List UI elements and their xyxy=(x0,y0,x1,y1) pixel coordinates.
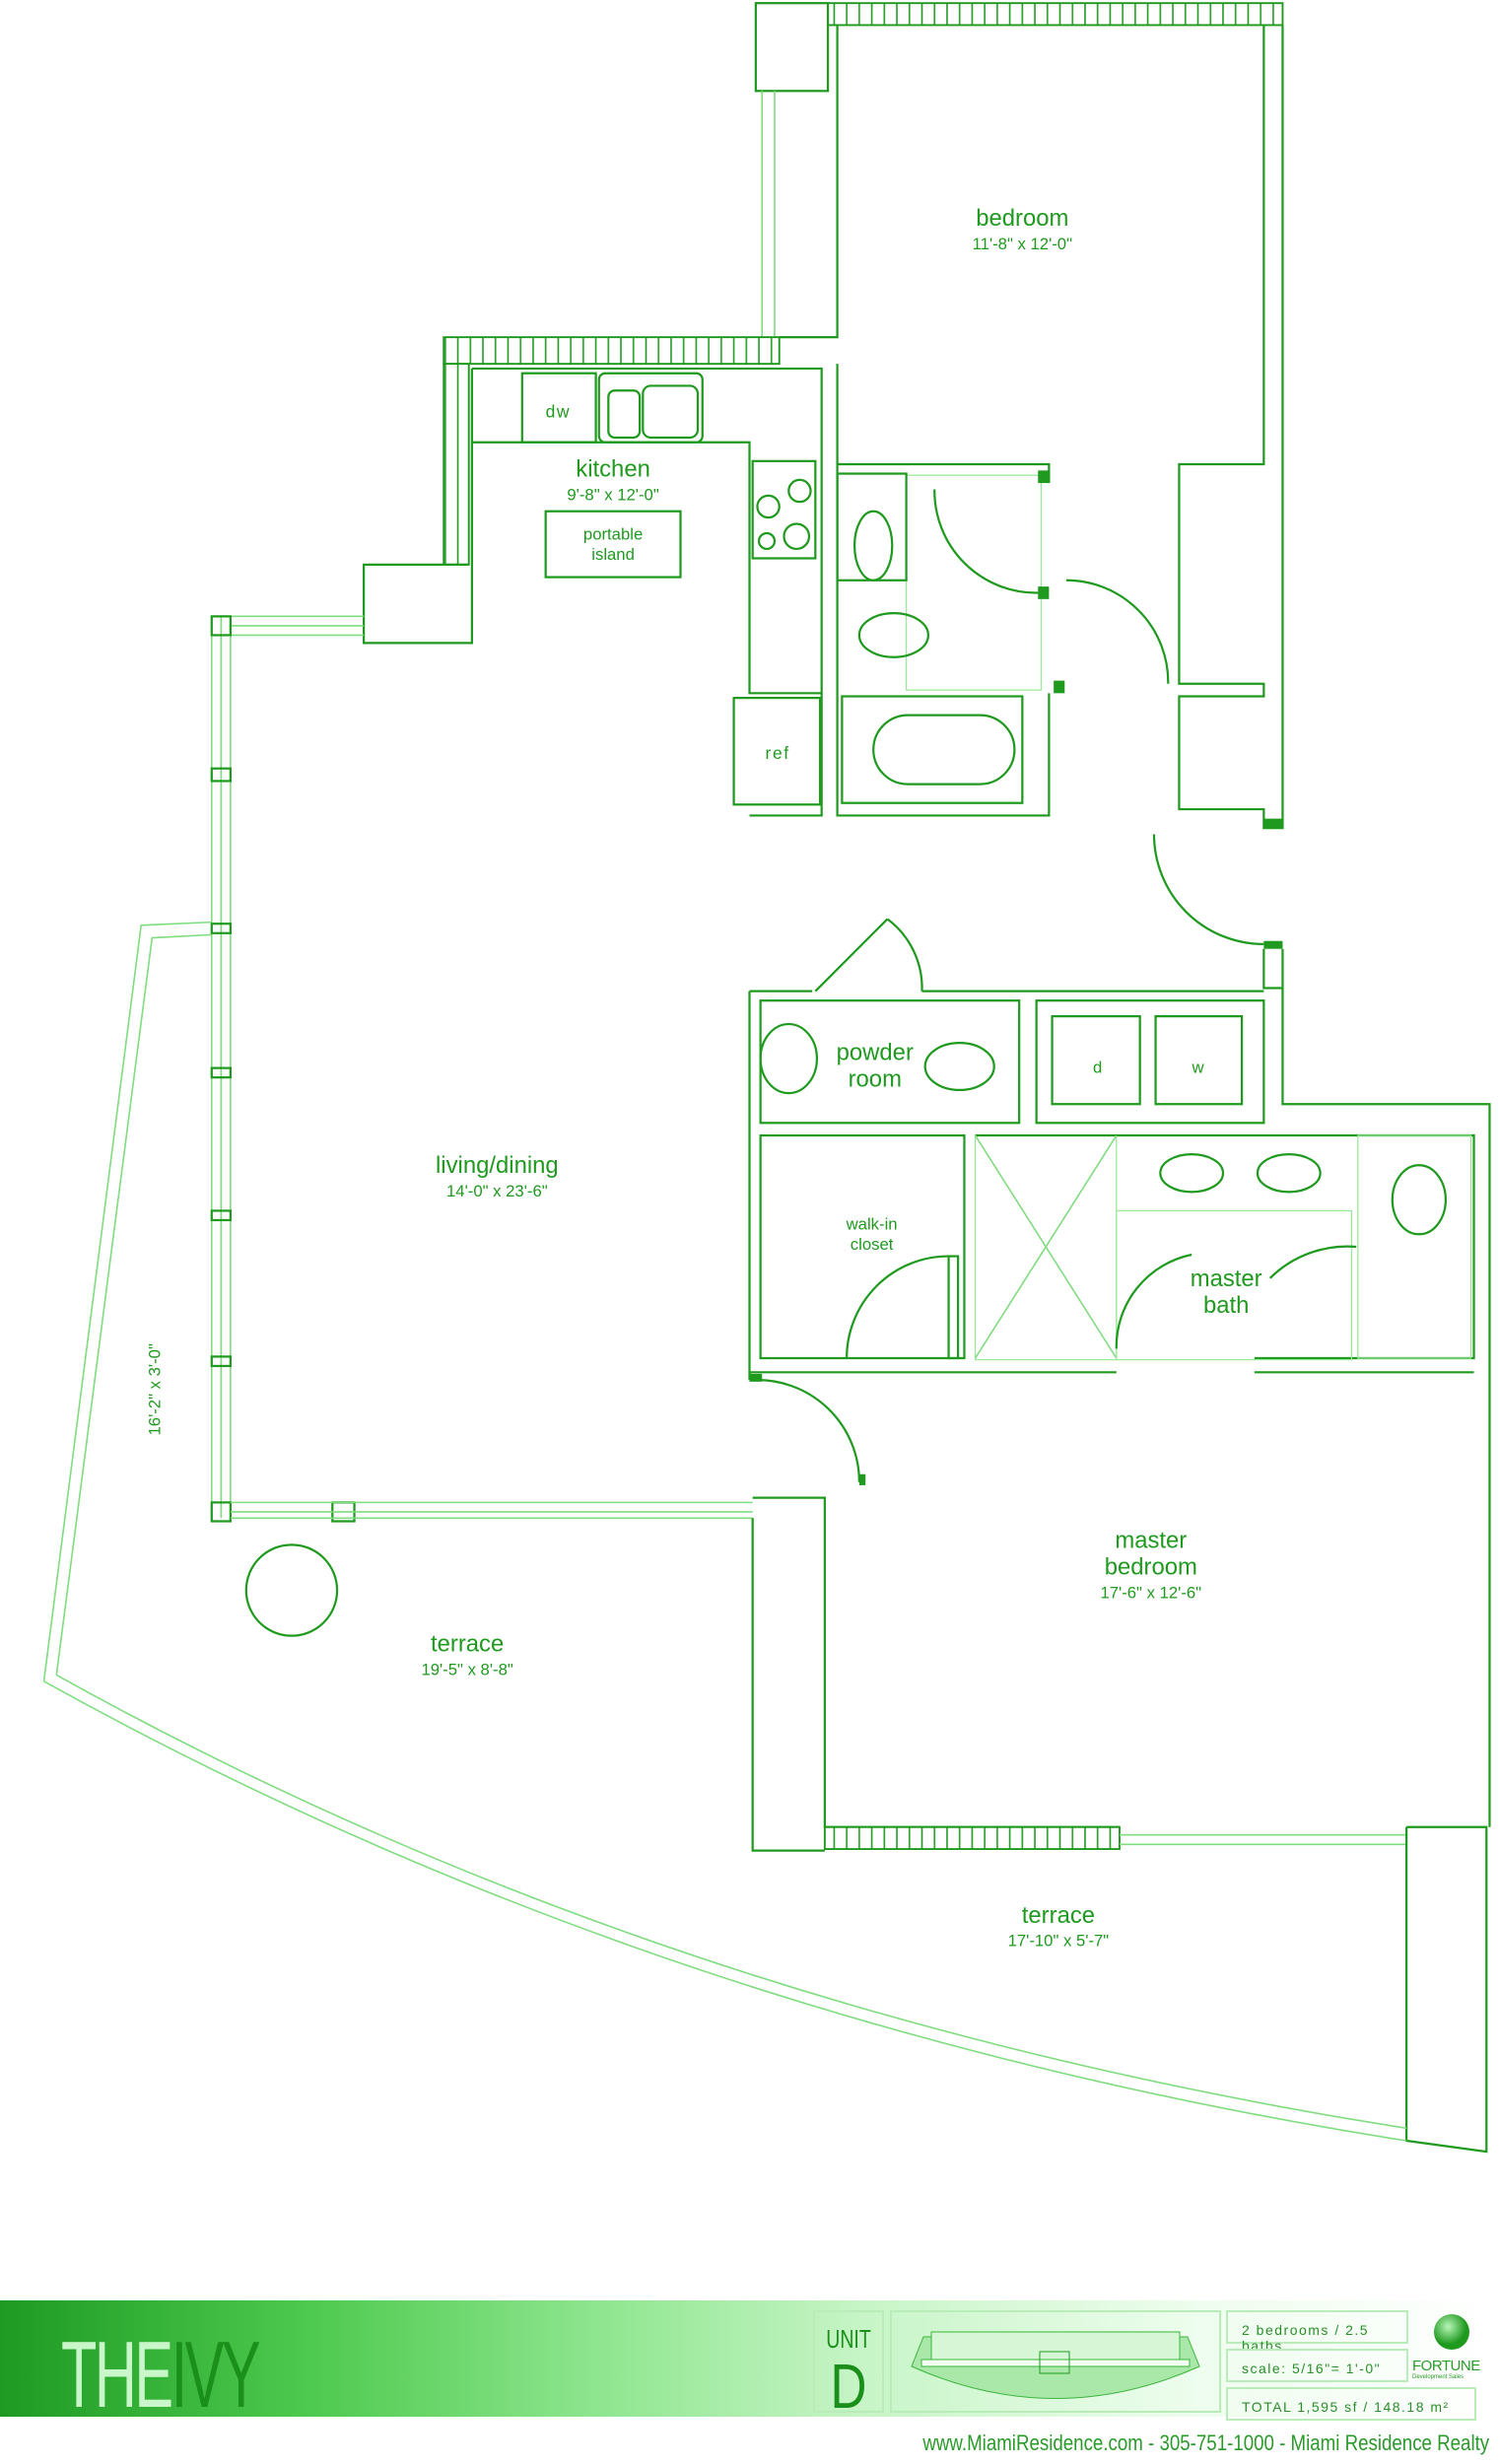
bedroom-dims: 11'-8" x 12'-0" xyxy=(973,235,1072,253)
washer-label: w xyxy=(1191,1058,1204,1076)
total-area: TOTAL 1,595 sf / 148.18 m² xyxy=(1226,2387,1476,2421)
living-dims: 14'-0" x 23'-6" xyxy=(446,1182,548,1200)
closet-label-2: closet xyxy=(851,1235,894,1254)
scale-info: scale: 5/16"= 1'-0" xyxy=(1226,2349,1408,2382)
master-bath-walls xyxy=(749,1133,1475,1374)
master-bedroom-label-2: bedroom xyxy=(1105,1554,1197,1581)
building-key-plan xyxy=(890,2310,1221,2413)
unit-label: UNIT xyxy=(826,2324,871,2354)
master-bath-label-1: master xyxy=(1191,1266,1262,1292)
island-label-1: portable xyxy=(583,524,643,543)
living-windows xyxy=(210,615,753,1523)
kitchen-walls xyxy=(362,336,823,817)
footer-contact: www.MiamiResidence.com - 305-751-1000 - … xyxy=(922,2430,1489,2455)
kitchen-label: kitchen xyxy=(576,456,650,483)
unit-letter: D xyxy=(830,2351,867,2422)
floor-plan: bedroom 11'-8" x 12'-0" kitchen 9'-8" x … xyxy=(42,2,1491,2154)
side-terrace-dims: 16'-2" x 3'-0" xyxy=(145,1343,164,1435)
hall xyxy=(1152,834,1491,1827)
terrace-2-dims: 17'-10" x 5'-7" xyxy=(1008,1932,1110,1951)
refrigerator-label: ref xyxy=(766,743,790,763)
powder-label-1: powder xyxy=(837,1040,914,1066)
bedroom-walls xyxy=(754,2,1284,830)
fortune-logo: FORTUNE Development Sales xyxy=(1412,2310,1487,2385)
master-bedroom-label-1: master xyxy=(1115,1528,1187,1554)
terrace-outline xyxy=(42,921,1407,2142)
beds-baths: 2 bedrooms / 2.5 baths xyxy=(1226,2310,1408,2354)
closet-label-1: walk-in xyxy=(846,1215,898,1234)
island-label-2: island xyxy=(591,545,635,564)
bathroom-walls xyxy=(836,364,1170,817)
title-banner: THEIVY UNIT D 2 bedrooms / 2.5 baths sca… xyxy=(0,2300,1499,2423)
unit-box: UNIT D xyxy=(813,2310,884,2418)
powder-label-2: room xyxy=(849,1066,902,1093)
globe-icon xyxy=(1434,2314,1469,2350)
living-label: living/dining xyxy=(436,1152,559,1179)
dishwasher-label: dw xyxy=(546,401,572,421)
terrace-dims: 19'-5" x 8'-8" xyxy=(421,1660,512,1678)
dryer-label: d xyxy=(1093,1058,1102,1076)
kitchen-dims: 9'-8" x 12'-0" xyxy=(567,486,658,505)
master-bedroom-walls xyxy=(749,1373,1488,2154)
terrace-2-label: terrace xyxy=(1022,1902,1095,1929)
powder-room-walls xyxy=(748,918,1265,1381)
bedroom-label: bedroom xyxy=(976,205,1068,232)
master-bedroom-dims: 17'-6" x 12'-6" xyxy=(1100,1583,1201,1602)
the-ivy-logo: THEIVY xyxy=(61,2322,261,2428)
terrace-label: terrace xyxy=(431,1631,504,1658)
master-bath-label-2: bath xyxy=(1203,1292,1249,1319)
